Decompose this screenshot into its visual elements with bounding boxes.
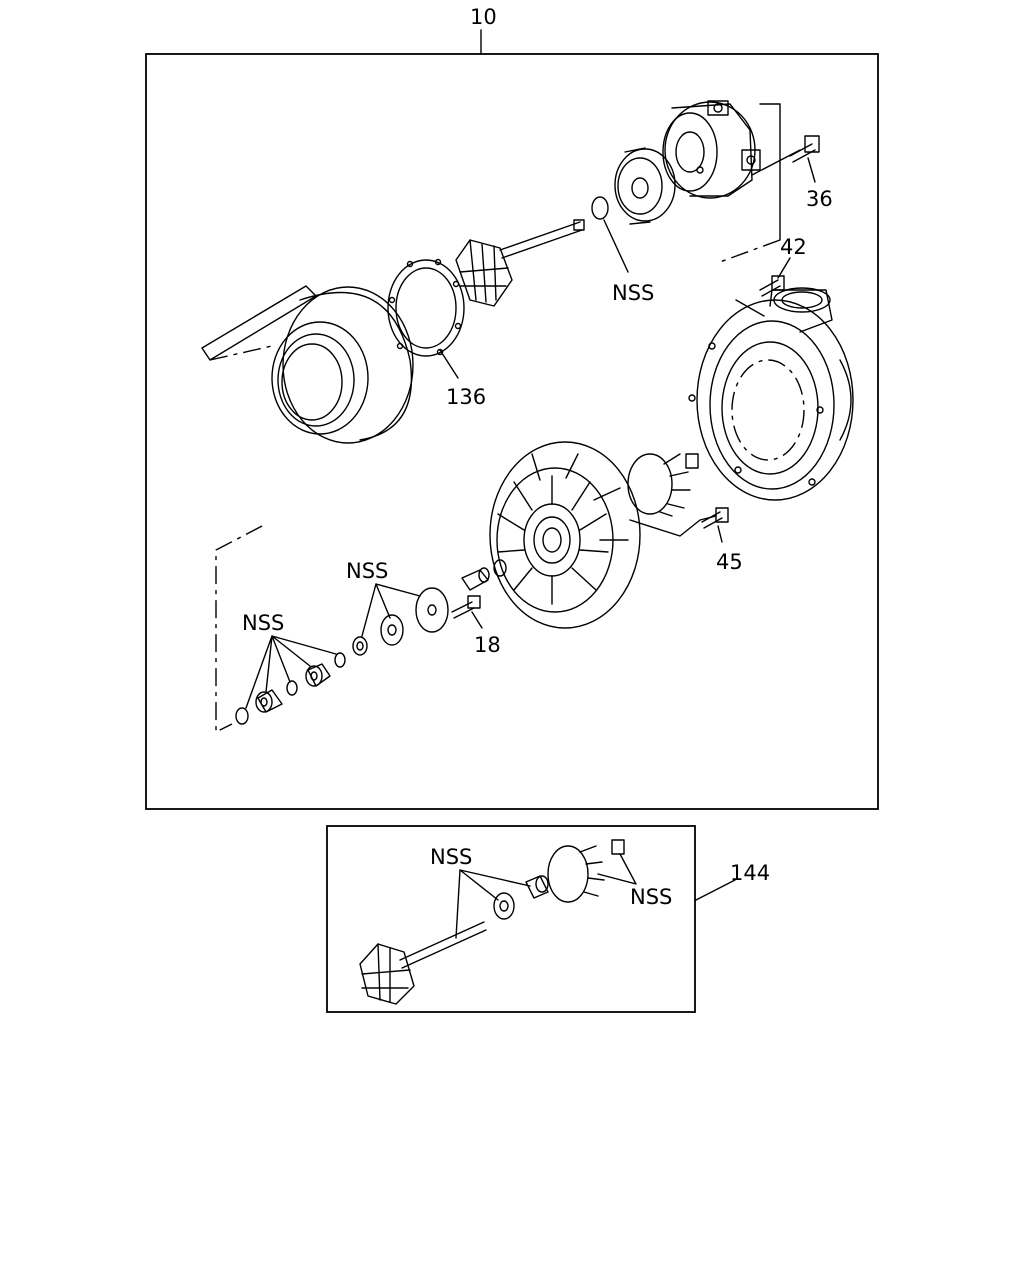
kit-144-frame bbox=[326, 825, 696, 1013]
turbine-shaft-wheel bbox=[455, 219, 585, 307]
leader-144 bbox=[695, 879, 736, 901]
bolt-42 bbox=[759, 275, 785, 297]
leader-nss-thrust bbox=[361, 583, 421, 637]
main-assembly-frame bbox=[145, 53, 879, 810]
bolt-18 bbox=[451, 567, 490, 619]
gasket-136 bbox=[387, 258, 465, 357]
label-36: 36 bbox=[806, 187, 833, 211]
kit-thrust-collar bbox=[493, 875, 549, 920]
label-18: 18 bbox=[474, 633, 501, 657]
label-42: 42 bbox=[780, 235, 807, 259]
center-housing bbox=[662, 100, 801, 263]
leader-136 bbox=[439, 349, 459, 379]
label-nss-bearings: NSS bbox=[242, 611, 284, 635]
bolt-45 bbox=[701, 507, 729, 529]
label-45: 45 bbox=[716, 550, 743, 574]
turbine-housing bbox=[201, 285, 414, 444]
backplate-large bbox=[489, 441, 717, 629]
leader-nss-kit-right bbox=[597, 853, 637, 885]
label-nss-ring: NSS bbox=[612, 281, 654, 305]
compressor-wheel bbox=[627, 453, 699, 517]
label-nss-kit-right: NSS bbox=[630, 885, 672, 909]
leader-36 bbox=[807, 157, 816, 183]
leader-18 bbox=[471, 611, 483, 629]
leader-nss-ring bbox=[603, 219, 629, 273]
thrust-bearing-parts bbox=[352, 587, 449, 656]
journal-bearings bbox=[235, 652, 346, 725]
label-10: 10 bbox=[470, 5, 497, 29]
leader-nss-kit-left bbox=[455, 869, 531, 939]
leader-nss-bearings bbox=[245, 635, 337, 709]
label-144: 144 bbox=[730, 861, 770, 885]
compressor-housing bbox=[688, 287, 854, 501]
seal-ring bbox=[591, 196, 609, 220]
bracket-line bbox=[215, 525, 263, 734]
leader-45 bbox=[717, 525, 723, 543]
label-136: 136 bbox=[446, 385, 486, 409]
kit-turbine-shaft bbox=[359, 921, 487, 1005]
label-nss-kit-left: NSS bbox=[430, 845, 472, 869]
kit-compressor-wheel bbox=[547, 839, 625, 903]
label-nss-thrust: NSS bbox=[346, 559, 388, 583]
backplate-disc bbox=[614, 147, 676, 225]
bolt-36 bbox=[789, 135, 820, 163]
leader-42 bbox=[777, 257, 791, 279]
